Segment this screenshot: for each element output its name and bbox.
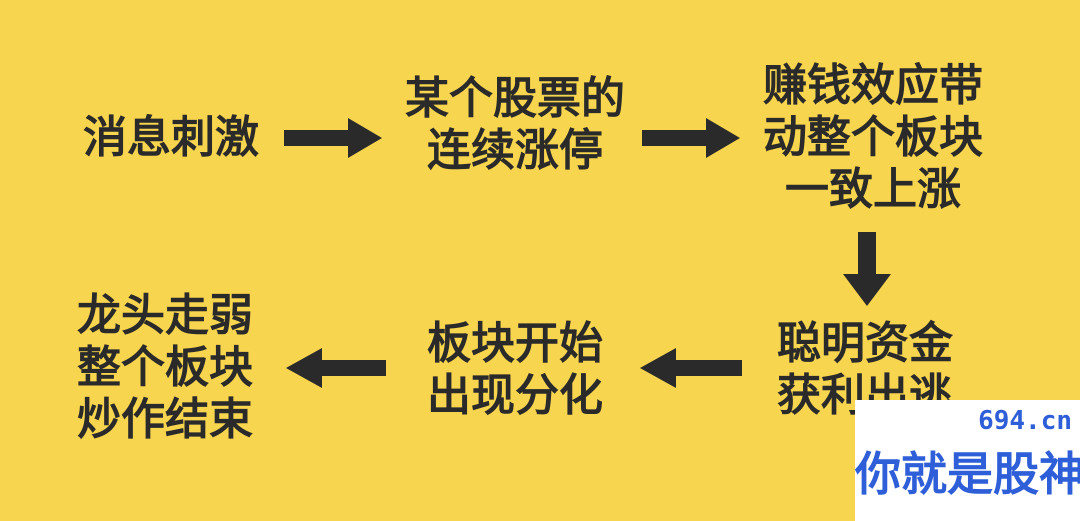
node-line: 板块开始 — [427, 318, 603, 369]
arrow-left-icon — [640, 348, 742, 388]
watermark-site: 694.cn — [978, 406, 1072, 436]
arrow-right-icon — [642, 118, 740, 158]
node-line: 炒作结束 — [77, 394, 253, 445]
arrow-right-icon — [284, 118, 382, 158]
node-sector-rise: 赚钱效应带 动整个板块 一致上涨 — [748, 60, 998, 216]
node-line: 一致上涨 — [785, 164, 961, 215]
node-line: 动整个板块 — [763, 112, 983, 163]
node-sector-divergence: 板块开始 出现分化 — [410, 318, 620, 422]
node-line: 出现分化 — [427, 370, 603, 421]
node-speculation-end: 龙头走弱 整个板块 炒作结束 — [60, 290, 270, 446]
arrow-left-icon — [286, 348, 386, 388]
watermark-slogan: 你就是股神 — [855, 447, 1080, 501]
node-smart-money-exit: 聪明资金 获利出逃 — [760, 318, 970, 422]
watermark: 694.cn 你就是股神 — [855, 400, 1080, 521]
arrow-down-icon — [843, 232, 891, 306]
node-stock-limit-up: 某个股票的 连续涨停 — [390, 73, 640, 177]
node-news-stimulus: 消息刺激 — [66, 112, 276, 164]
node-line: 聪明资金 — [777, 318, 953, 369]
node-line: 整个板块 — [77, 342, 253, 393]
node-line: 赚钱效应带 — [763, 60, 983, 111]
node-line: 连续涨停 — [427, 125, 603, 176]
node-line: 龙头走弱 — [77, 290, 253, 341]
node-line: 消息刺激 — [83, 112, 259, 163]
node-line: 某个股票的 — [405, 73, 625, 124]
